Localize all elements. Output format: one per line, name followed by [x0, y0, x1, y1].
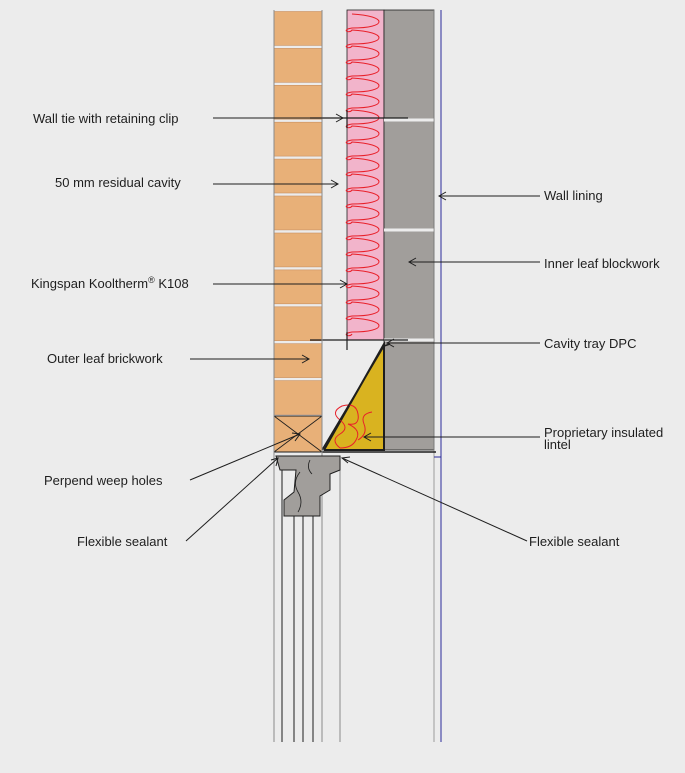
brick-course [273, 232, 323, 268]
label-insulation-reg: ® [148, 275, 155, 285]
label-wall-lining: Wall lining [544, 188, 603, 203]
arrowhead-inner-leaf [407, 257, 417, 267]
brick-course [273, 306, 323, 341]
leader-lines [185, 113, 540, 542]
leader-sealant-left [185, 457, 279, 542]
inner-leaf-blockwork [383, 9, 435, 451]
arrowhead-cavity-tray [385, 338, 395, 348]
label-sealant-right: Flexible sealant [529, 534, 620, 549]
arrowhead-residual-cavity [330, 179, 340, 189]
label-weep-holes: Perpend weep holes [44, 473, 163, 488]
brick-course [273, 48, 323, 83]
window-frame [273, 10, 341, 742]
brick-course [273, 158, 323, 194]
arrowhead-sealant-left [270, 457, 279, 467]
label-outer-leaf: Outer leaf brickwork [47, 351, 163, 366]
brick-course [273, 343, 323, 378]
brick-course [273, 380, 323, 415]
brick-course [273, 269, 323, 305]
label-wall-tie: Wall tie with retaining clip [33, 111, 178, 126]
leader-weep-holes [189, 433, 301, 481]
leader-sealant-right [341, 457, 528, 542]
outer-leaf-brickwork [273, 11, 323, 415]
arrowhead-weep-holes [291, 432, 301, 442]
wall-lining [433, 10, 442, 742]
insulation-board [345, 9, 385, 341]
label-insulation-name: Kingspan Kooltherm [31, 276, 148, 291]
arrowhead-insulation [339, 279, 349, 289]
brick-course [273, 195, 323, 231]
arrowhead-sealant-right [340, 456, 351, 464]
cavity-tray-dpc [321, 343, 436, 453]
arrowhead-wall-lining [437, 191, 447, 201]
arrowhead-outer-leaf [301, 354, 311, 364]
label-lintel-line2: lintel [544, 437, 571, 452]
arrowhead-lintel [362, 432, 372, 442]
label-insulation: Kingspan Kooltherm® K108 [31, 275, 189, 291]
brick-course [273, 11, 323, 46]
label-residual-cavity: 50 mm residual cavity [55, 175, 181, 190]
brick-course [273, 121, 323, 157]
label-inner-leaf: Inner leaf blockwork [544, 256, 660, 271]
brick-course [273, 85, 323, 120]
label-insulation-code: K108 [155, 276, 189, 291]
label-cavity-tray: Cavity tray DPC [544, 336, 636, 351]
label-lintel-line1: Proprietary insulated [544, 425, 663, 440]
arrowhead-wall-tie [335, 113, 345, 123]
label-sealant-left: Flexible sealant [77, 534, 168, 549]
